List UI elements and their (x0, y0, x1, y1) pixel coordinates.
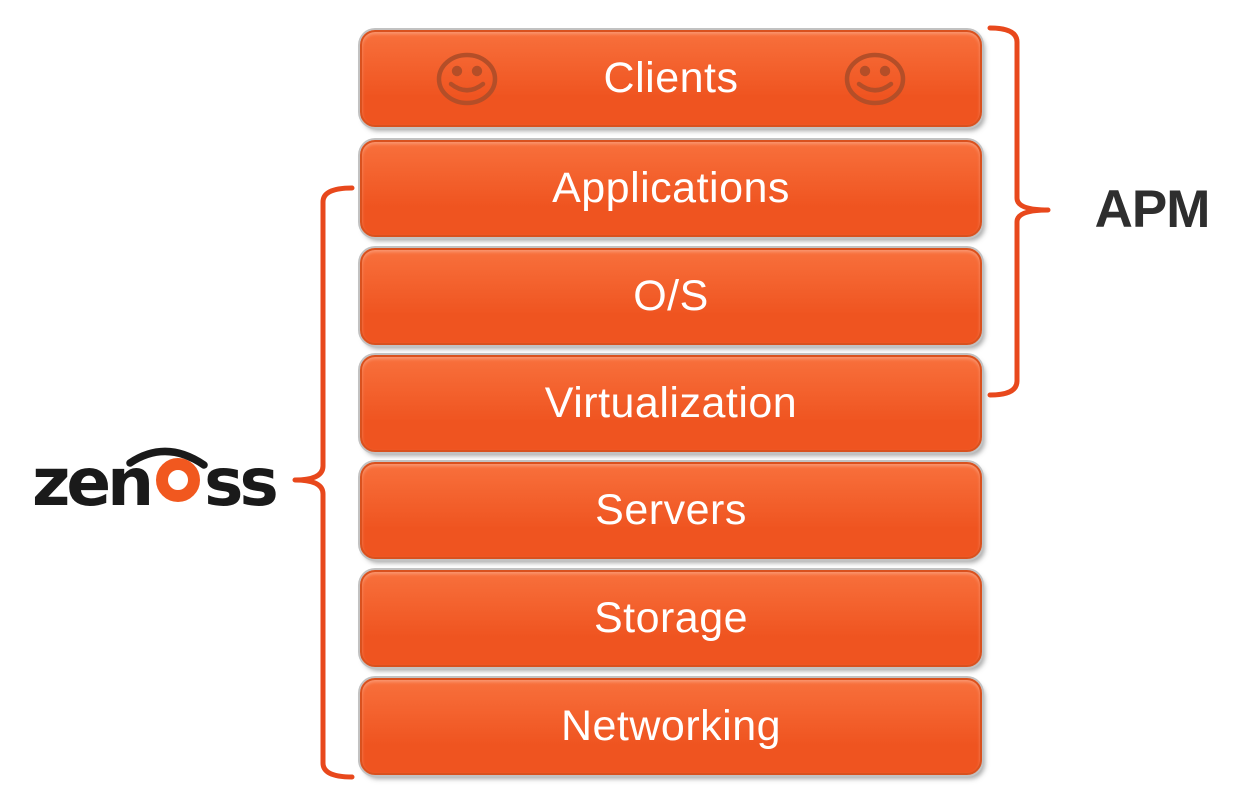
smiley-face-icon (436, 52, 498, 105)
box-label-networking: Networking (560, 702, 782, 750)
stack-box-clients: Clients (360, 30, 982, 127)
box-label-servers: Servers (595, 486, 747, 534)
box-label-clients: Clients (603, 54, 739, 102)
zenoss-logo-o (126, 447, 208, 502)
box-label-os: O/S (633, 272, 709, 320)
smiley-face-icon (844, 52, 906, 105)
apm-label: APM (1094, 180, 1211, 239)
apm-scope-brace-icon (987, 25, 1051, 398)
box-label-applications: Applications (552, 164, 790, 212)
zenoss-scope-brace-icon (292, 185, 355, 780)
box-label-storage: Storage (593, 594, 749, 642)
stack-box-networking: Networking (360, 678, 982, 775)
stack-box-storage: Storage (360, 570, 982, 667)
stack-box-os: O/S (360, 248, 982, 345)
zenoss-logo-text-ss: ss (204, 444, 279, 521)
stack-box-servers: Servers (360, 462, 982, 559)
stack-box-applications: Applications (360, 140, 982, 237)
zenoss-o-swoosh-icon (126, 447, 208, 469)
box-label-virtualization: Virtualization (544, 379, 798, 427)
stack-box-virtualization: Virtualization (360, 355, 982, 452)
zenoss-logo: zen ss (32, 444, 279, 521)
